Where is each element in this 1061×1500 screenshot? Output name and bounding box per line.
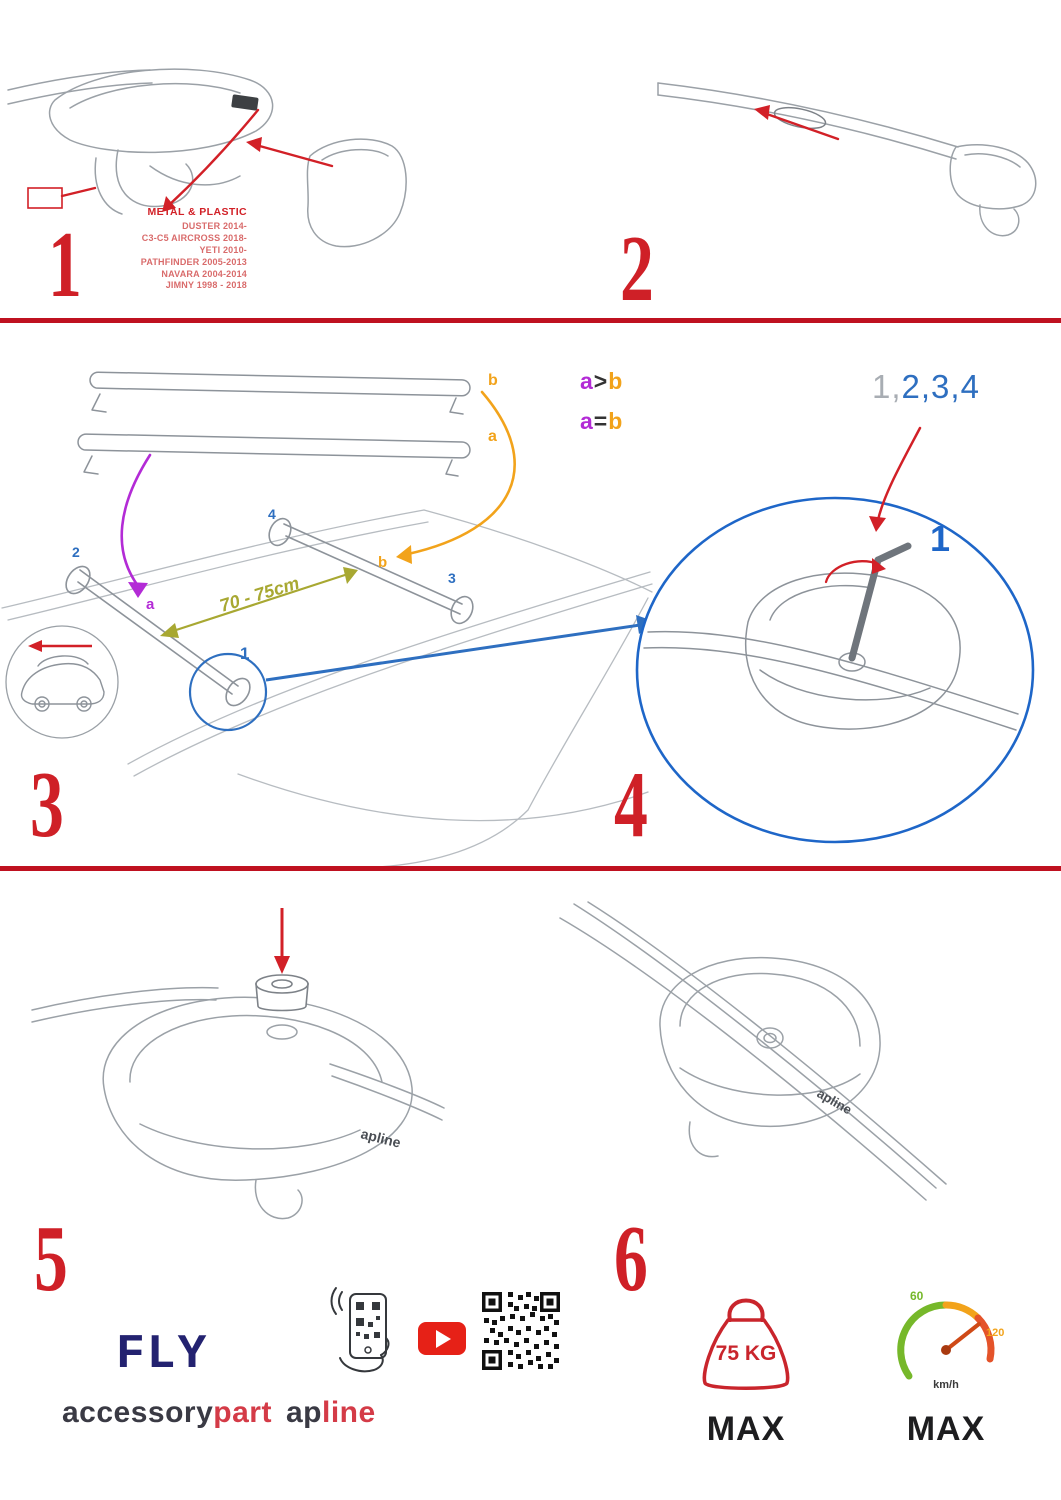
step2-number: 2 <box>620 217 654 321</box>
speed-low-tick: 60 <box>910 1289 924 1303</box>
step5-number: 5 <box>34 1207 68 1311</box>
step6-illustration-mounted-clamp: apline <box>559 901 947 1201</box>
weight-limit-value: 75 KG <box>715 1342 777 1365</box>
distance-label: 70 - 75cm <box>217 573 301 616</box>
step2-illustration-bar-end <box>657 82 1037 237</box>
magnifier-circle <box>635 496 1035 844</box>
speed-high-tick: 120 <box>986 1327 1004 1339</box>
brand-ap: ap <box>285 1396 322 1429</box>
rule-a-equals-b: a=b <box>580 408 624 434</box>
position-3: 3 <box>448 570 456 586</box>
model-line: C3-C5 AIRCROSS 2018- <box>141 232 247 243</box>
step1-number: 1 <box>48 213 82 317</box>
car-direction-badge <box>5 625 119 739</box>
youtube-icon <box>418 1322 466 1355</box>
model-line: NAVARA 2004-2014 <box>161 268 247 279</box>
brand-chip <box>231 94 259 111</box>
roof-label-b: b <box>378 554 388 571</box>
brand-part: part <box>213 1396 272 1429</box>
brand-line: line <box>322 1396 376 1429</box>
model-line: YETI 2010- <box>199 244 247 255</box>
weight-limit-icon <box>702 1298 790 1390</box>
bar-label-b: b <box>488 372 498 389</box>
step2-red-arrow <box>762 111 840 141</box>
speed-unit: km/h <box>933 1379 959 1391</box>
bar-label-a: a <box>488 428 497 445</box>
step5-illustration-knob-press: apline <box>31 908 445 1220</box>
section-divider <box>0 318 1061 323</box>
step4-number: 4 <box>614 753 648 857</box>
scan-qr-phone-icon <box>330 1287 390 1373</box>
model-line: JIMNY 1998 - 2018 <box>165 280 247 291</box>
rule-a-greater-b: a>b <box>580 368 624 394</box>
position-4: 4 <box>268 506 276 522</box>
roof-label-a: a <box>146 596 155 613</box>
allen-key-icon <box>848 542 912 662</box>
material-heading: METAL & PLASTIC <box>147 206 247 218</box>
speed-max-label: MAX <box>906 1410 986 1448</box>
brand-accessory: accessory <box>62 1396 214 1429</box>
step1-red-arrows <box>27 108 334 209</box>
speedometer-needle <box>944 1322 981 1352</box>
position-1: 1 <box>240 644 250 663</box>
model-line: DUSTER 2014- <box>182 221 247 231</box>
step3-number: 3 <box>30 753 64 857</box>
step3-illustration-roof-layout: 70 - 75cm <box>1 371 656 869</box>
step1-compatibility-list: METAL & PLASTIC DUSTER 2014- C3-C5 AIRCR… <box>95 206 247 292</box>
play-triangle-icon <box>436 1329 451 1348</box>
weight-max-label: MAX <box>706 1410 786 1448</box>
step4-illustration-zoom-clamp <box>635 426 1035 844</box>
product-logo: apline <box>815 1086 855 1118</box>
position-2: 2 <box>72 544 80 560</box>
sequence-first-position: 1 <box>930 518 951 559</box>
step1-illustration-foot-and-cover <box>7 68 407 248</box>
product-name: FLY <box>116 1328 209 1382</box>
adjust-knob <box>255 974 309 1012</box>
section-divider <box>0 866 1061 871</box>
step6-number: 6 <box>614 1207 648 1311</box>
speed-limit-icon: 60 120 km/h <box>897 1289 1004 1391</box>
qr-code <box>482 1292 560 1370</box>
tightening-sequence: 1,2,3,4 <box>872 368 980 405</box>
model-line: PATHFINDER 2005-2013 <box>140 256 247 267</box>
